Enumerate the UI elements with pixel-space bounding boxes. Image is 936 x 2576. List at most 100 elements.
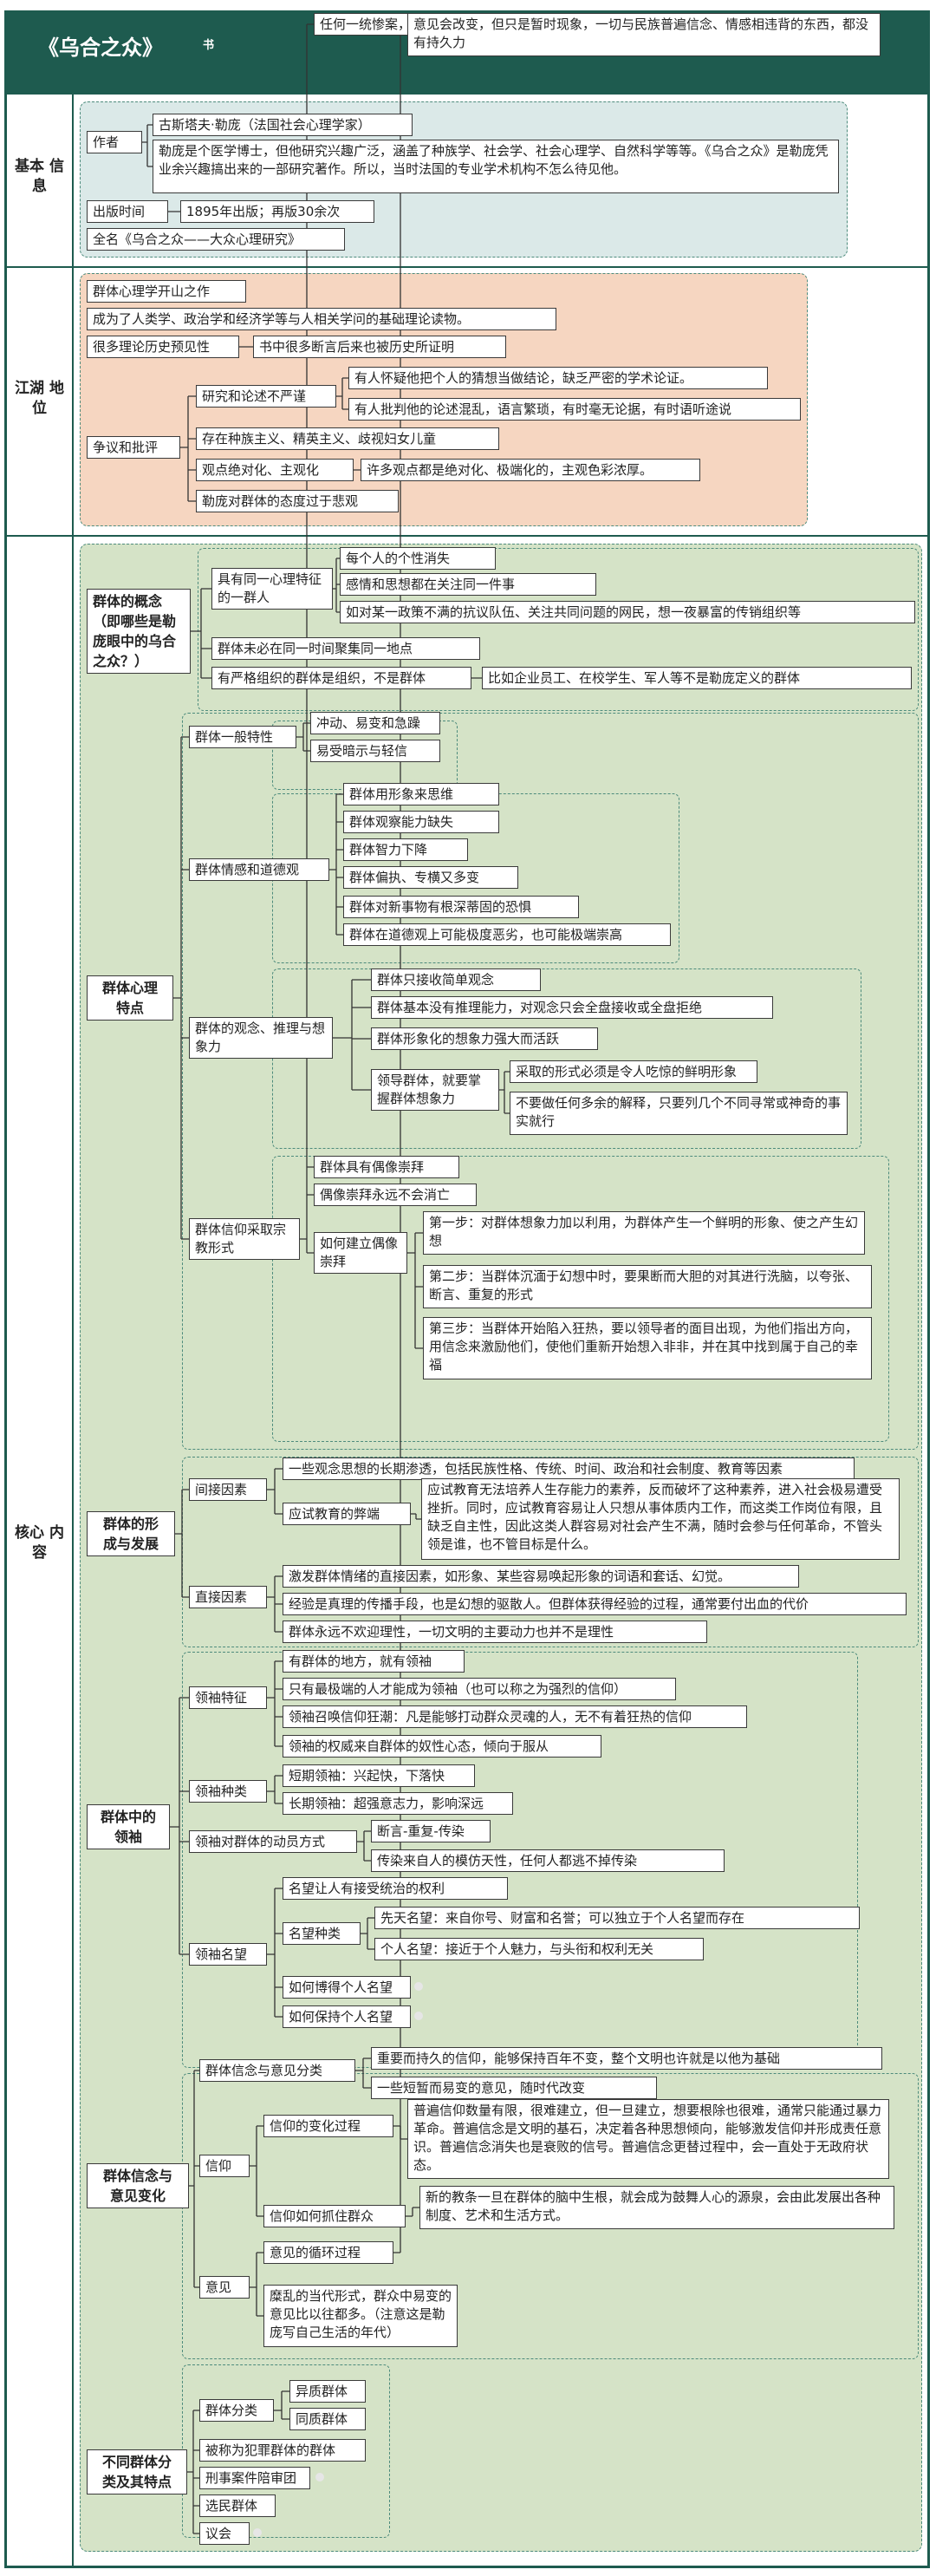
node-classify: 群体分类 xyxy=(199,2399,274,2422)
node-same-psychology: 具有同一心理特征的一群人 xyxy=(211,568,333,610)
node-gain-prestige: 如何博得个人名望 xyxy=(283,1976,411,1999)
node-think-images: 群体用形象来思维 xyxy=(343,783,499,805)
node-step-two: 第二步：当群体沉湎于幻想中时，要果断而大胆的对其进行洗脑，以夸张、断言、重复的形… xyxy=(423,1265,872,1308)
node-prestige-types: 名望种类 xyxy=(283,1922,361,1945)
node-absolutism-a: 许多观点都是绝对化、极端化的，主观色彩浓厚。 xyxy=(361,459,700,481)
node-assert-repeat: 断言-重复-传染 xyxy=(371,1820,491,1842)
node-opinion-cycle: 意见的循环过程 xyxy=(263,2241,393,2264)
node-belief-class: 群体信念与意见分类 xyxy=(199,2059,355,2082)
node-imagination: 群体形象化的想象力强大而活跃 xyxy=(371,1027,598,1050)
node-racism: 存在种族主义、精英主义、歧视妇女儿童 xyxy=(196,427,499,450)
subgroup-belief xyxy=(182,2073,919,2359)
node-voters: 选民群体 xyxy=(199,2494,276,2517)
node-exam-edu: 应试教育的弊端 xyxy=(283,1503,411,1525)
node-formation: 群体的形 成与发展 xyxy=(87,1511,175,1556)
node-prestige-right: 名望让人有接受统治的权利 xyxy=(283,1877,508,1900)
node-general-traits: 群体一般特性 xyxy=(189,726,296,748)
node-author-name: 古斯塔夫·勒庞（法国社会心理学家） xyxy=(153,114,413,136)
node-idol-eternal: 偶像崇拜永远不会消亡 xyxy=(314,1184,477,1206)
node-pubtime-value: 1895年出版；再版30余次 xyxy=(180,200,374,223)
node-observation-lost: 群体观察能力缺失 xyxy=(343,811,499,833)
node-long-term: 一些观念思想的长期渗透，包括民族性格、传统、时间、政治和社会制度、教育等因素 xyxy=(283,1458,855,1480)
node-not-same-place: 群体未必在同一时间聚集同一地点 xyxy=(211,637,480,660)
node-not-rigorous-a: 有人怀疑他把个人的猜想当做结论，缺乏严密的学术论证。 xyxy=(348,367,768,389)
mindmap-canvas: 《乌合之众》 书 基本 信息 江湖 地位 核心 内容 作者 古斯塔夫·勒庞（法国… xyxy=(4,10,930,2568)
node-direct: 直接因素 xyxy=(189,1586,267,1608)
subgroup-religion xyxy=(272,1156,889,1442)
section-core: 核心 内容 xyxy=(7,535,927,2566)
node-belief: 群体信念与 意见变化 xyxy=(87,2163,189,2208)
node-faith-change: 信仰的变化过程 xyxy=(263,2115,393,2137)
node-leader: 群体中的 领袖 xyxy=(87,1804,170,1849)
expand-dot[interactable] xyxy=(315,2473,324,2481)
node-heterogeneous: 异质群体 xyxy=(289,2380,366,2403)
node-same-focus: 感情和思想都在关注同一件事 xyxy=(340,573,596,596)
node-authority: 领袖的权威来自群体的奴性心态，倾向于服从 xyxy=(283,1735,601,1758)
node-pubtime: 出版时间 xyxy=(87,200,168,223)
node-faith-tide: 领袖召唤信仰狂潮：凡是能够打动群众灵魂的人，无不有着狂热的信仰 xyxy=(283,1705,747,1728)
node-fullname: 全名《乌合之众——大众心理研究》 xyxy=(87,228,345,251)
node-foundation-reading: 成为了人类学、政治学和经济学等与人相关学问的基础理论读物。 xyxy=(87,308,556,330)
node-mobilize: 领袖对群体的动员方式 xyxy=(189,1830,357,1853)
node-morality-extreme: 群体在道德观上可能极度恶劣，也可能极端崇高 xyxy=(343,923,671,946)
node-examples: 如对某一政策不满的抗议队伍、关注共同问题的网民，想一夜暴富的传销组织等 xyxy=(340,601,915,623)
node-faith-grip-detail: 新的教条一旦在群体的脑中生根，就会成为鼓舞人心的源泉，会由此发展出各种制度、艺术… xyxy=(419,2186,894,2229)
node-contagion: 传染来自人的模仿天性，任何人都逃不掉传染 xyxy=(371,1849,725,1872)
node-impulsive: 冲动、易变和急躁 xyxy=(310,712,440,734)
node-leader-types: 领袖种类 xyxy=(189,1780,267,1803)
node-emotion-trigger: 激发群体情绪的直接因素，如形象、某些容易唤起形象的词语和套话、幻觉。 xyxy=(283,1565,799,1588)
node-not-rigorous-b: 有人批判他的论述混乱，语言繁琐，有时毫无论据，有时语听途说 xyxy=(348,398,801,421)
node-organization-example: 比如企业员工、在校学生、军人等不是勒庞定义的群体 xyxy=(482,667,912,689)
section-basic-info: 基本 信息 xyxy=(7,93,927,266)
expand-dot[interactable] xyxy=(253,2528,262,2537)
node-step-three: 第三步：当群体开始陷入狂热，要以领导者的面目出现，为他们指出方向，用信念来激励他… xyxy=(423,1317,872,1379)
expand-dot[interactable] xyxy=(414,2012,423,2020)
node-short-opinion: 一些短暂而易变的意见，随时代改变 xyxy=(371,2077,657,2099)
node-religious-form: 群体信仰采取宗教形式 xyxy=(189,1218,300,1260)
node-simple-ideas: 群体只接收简单观念 xyxy=(371,968,541,991)
node-psych-features: 群体心理 特点 xyxy=(87,975,173,1021)
node-individuality-lost: 每个人的个性消失 xyxy=(340,547,496,570)
node-keep-prestige: 如何保持个人名望 xyxy=(283,2005,411,2028)
node-parliament: 议会 xyxy=(199,2522,250,2545)
node-opinion-cycle-detail: 意见会改变，但只是暂时现象，一切与民族普遍信念、情感相违背的东西，都没有持久力 xyxy=(407,13,881,56)
node-author: 作者 xyxy=(87,131,142,153)
node-author-desc: 勒庞是个医学博士，但他研究兴趣广泛，涵盖了种族学、社会学、社会心理学、自然科学等… xyxy=(153,140,839,193)
node-experience: 经验是真理的传播手段，也是幻想的驱散人。但群体获得经验的过程，通常要付出血的代价 xyxy=(283,1593,907,1615)
node-extreme-leader: 只有最极端的人才能成为领袖（也可以称之为强烈的信仰） xyxy=(283,1678,676,1700)
node-innate-prestige: 先天名望：来自你号、财富和名誉；可以独立于个人名望而存在 xyxy=(374,1907,860,1929)
node-organization: 有严格组织的群体是组织，不是群体 xyxy=(211,667,471,689)
node-faith: 信仰 xyxy=(199,2155,250,2177)
node-group-types: 不同群体分 类及其特点 xyxy=(87,2449,187,2494)
node-lasting-faith: 重要而持久的信仰，能够保持百年不变，整个文明也许就是以他为基础 xyxy=(371,2047,882,2070)
node-build-idol: 如何建立偶像崇拜 xyxy=(314,1232,407,1274)
node-no-explain: 不要做任何多余的解释，只要列几个不同寻常或神奇的事实就行 xyxy=(510,1092,848,1135)
node-short-leader: 短期领袖：兴起快，下落快 xyxy=(283,1764,475,1787)
node-iq-drop: 群体智力下降 xyxy=(343,838,468,861)
book-tag: 书 xyxy=(203,39,215,52)
expand-dot[interactable] xyxy=(414,1982,423,1991)
node-exam-edu-detail: 应试教育无法培养人生存能力的素养，反而破坏了这种素养，进入社会极易遭受挫折。同时… xyxy=(421,1478,900,1560)
node-absolutism: 观点绝对化、主观化 xyxy=(196,459,354,481)
section-label-text: 核心 内容 xyxy=(15,1524,64,1562)
node-faith-change-detail: 普遍信仰数量有限，很难建立，但一旦建立，想要根除也很难，通常只能通过暴力革命。普… xyxy=(407,2099,889,2179)
node-emotion-morality: 群体情感和道德观 xyxy=(189,858,329,881)
node-personal-prestige: 个人名望：接近于个人魅力，与头衔和权利无关 xyxy=(374,1938,704,1960)
node-leader-exists: 有群体的地方，就有领袖 xyxy=(283,1650,465,1673)
section-label-text: 基本 信息 xyxy=(15,158,64,195)
node-indirect: 间接因素 xyxy=(189,1478,267,1501)
node-modern-opinion: 糜乱的当代形式，群众中易变的意见比以往都多。（注意这是勒庞写自己生活的年代） xyxy=(263,2285,458,2347)
node-step-one: 第一步：对群体想象力加以利用，为群体产生一个鲜明的形象、使之产生幻想 xyxy=(423,1211,865,1255)
node-leader-traits: 领袖特征 xyxy=(189,1686,267,1709)
node-lead-imagination: 领导群体，就要掌握群体想象力 xyxy=(371,1069,499,1111)
section-position: 江湖 地位 xyxy=(7,266,927,535)
node-intolerant: 群体偏执、专横又多变 xyxy=(343,866,518,889)
node-jury: 刑事案件陪审团 xyxy=(199,2467,310,2489)
node-opinion: 意见 xyxy=(199,2276,250,2299)
page-title: 《乌合之众》 xyxy=(38,36,163,60)
node-long-leader: 长期领袖：超强意志力，影响深远 xyxy=(283,1792,513,1815)
node-founding-work: 群体心理学开山之作 xyxy=(87,280,246,303)
node-no-reasoning: 群体基本没有推理能力，对观念只会全盘接收或全盘拒绝 xyxy=(371,996,773,1019)
node-homogeneous: 同质群体 xyxy=(289,2408,366,2430)
node-ideas-reasoning: 群体的观念、推理与想象力 xyxy=(189,1017,333,1059)
